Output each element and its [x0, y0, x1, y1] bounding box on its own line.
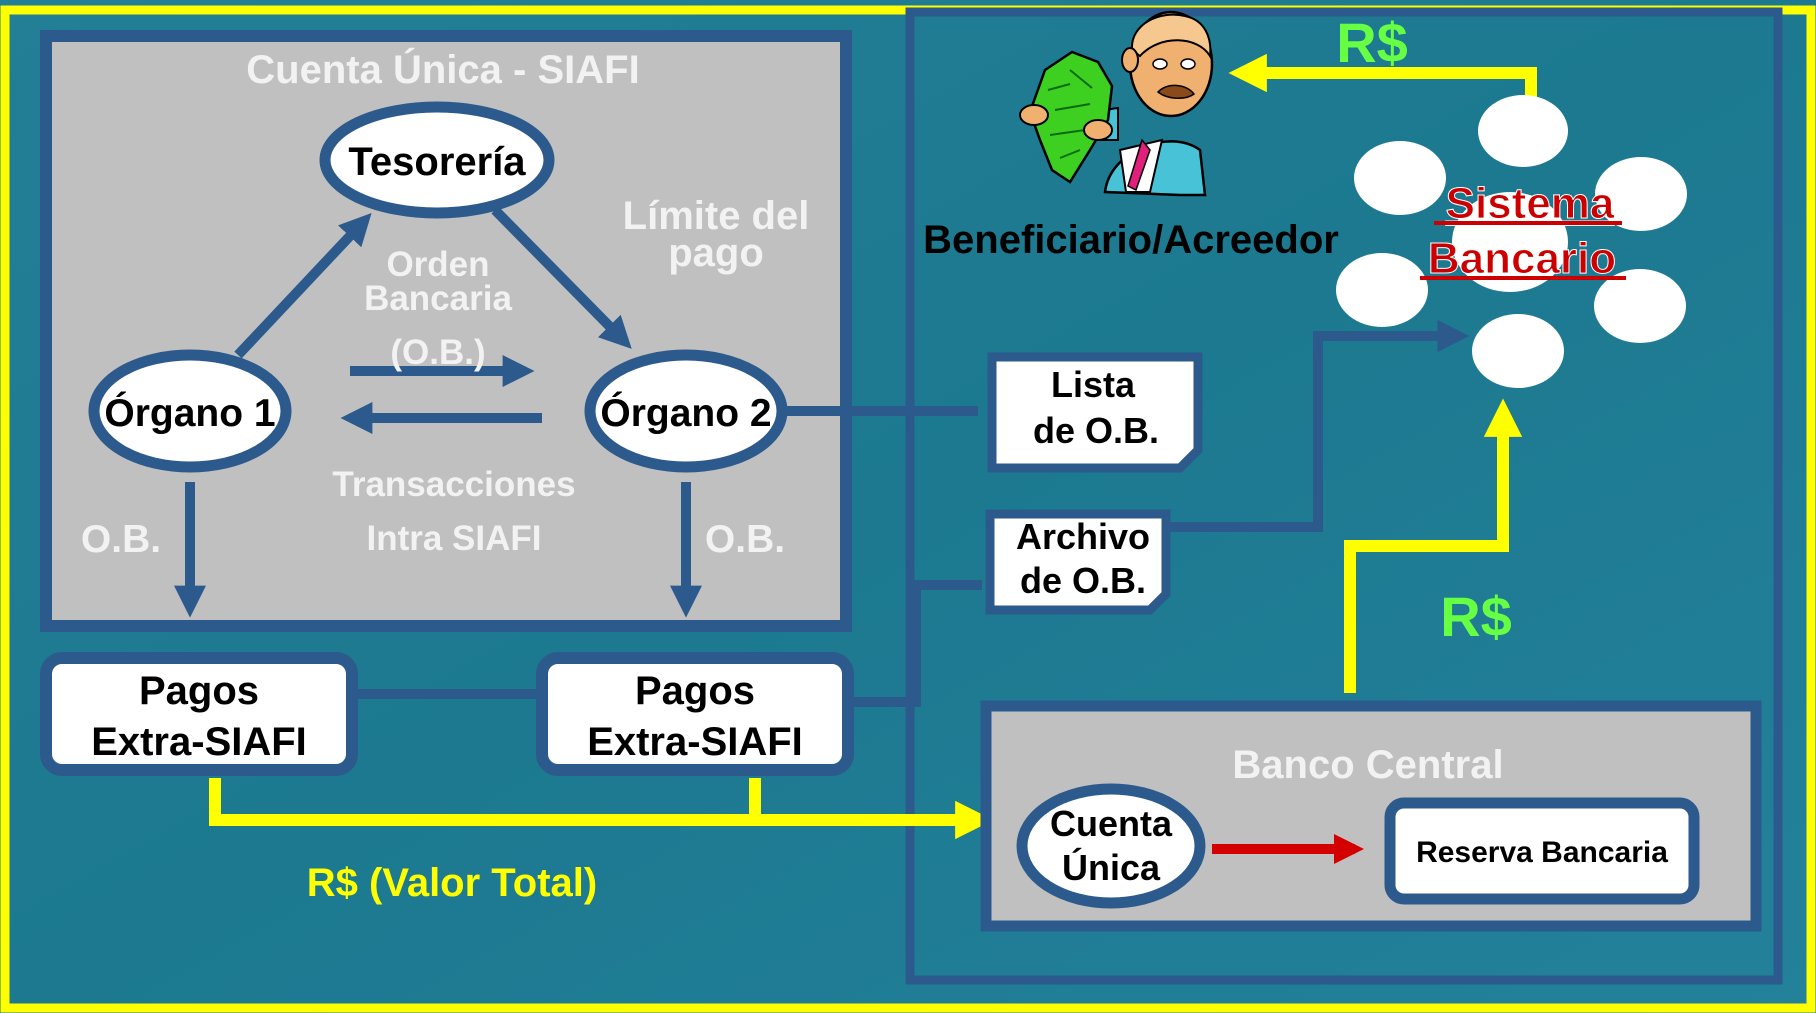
man-holding-money-icon [1019, 10, 1214, 197]
bank-circle [1472, 314, 1564, 388]
arrow-treasury-to-organ2 [491, 206, 632, 349]
transactions-line2: Intra SIAFI [366, 519, 541, 558]
arrow-organ1-to-treasury [234, 213, 372, 359]
bank-reserve-label: Reserva Bancaria [1416, 836, 1668, 869]
list-ob-line1: Lista [1051, 364, 1136, 405]
connector-payments-file [852, 580, 982, 707]
bank-circle [1594, 269, 1686, 343]
bank-circle [1336, 253, 1428, 327]
ob-left-label: O.B. [81, 518, 161, 561]
payment-limit-line2: pago [668, 231, 764, 275]
organ1-node [88, 349, 292, 473]
bank-reserve-box [1384, 797, 1700, 905]
single-account-line2: Única [1062, 846, 1161, 888]
file-ob-line2: de O.B. [1020, 560, 1146, 601]
organ2-label: Órgano 2 [600, 391, 771, 435]
currency-mid-label: R$ [1440, 585, 1512, 648]
right-region-border [905, 7, 1783, 985]
bank-circle [1354, 141, 1446, 215]
ob-right-label: O.B. [705, 518, 785, 561]
bank-order-line3: (O.B.) [390, 333, 485, 372]
single-account-node [1016, 783, 1206, 909]
list-ob-line2: de O.B. [1033, 410, 1159, 451]
payments-left-line2: Extra-SIAFI [91, 720, 307, 764]
file-ob-box [985, 509, 1171, 615]
treasury-node [319, 101, 555, 219]
banking-system-line1: Sistema [1446, 179, 1615, 228]
currency-top-label: R$ [1336, 11, 1408, 74]
arrow-file-to-bank-system [1170, 319, 1470, 532]
beneficiary-label: Beneficiario/Acreedor [923, 218, 1339, 262]
banking-system-line2: Bancario [1428, 234, 1616, 283]
treasury-label: Tesorería [348, 140, 526, 184]
bank-order-line1: Orden [386, 245, 489, 284]
payments-right-box [536, 652, 854, 776]
file-ob-line1: Archivo [1016, 516, 1150, 557]
bank-order-line2: Bancaria [364, 279, 512, 318]
payments-right-line2: Extra-SIAFI [587, 720, 803, 764]
siafi-title: Cuenta Única - SIAFI [246, 46, 639, 92]
arrow-total-value-flow [209, 778, 994, 840]
transactions-line1: Transacciones [332, 465, 575, 504]
banking-system-cluster [1336, 95, 1687, 388]
payments-left-line1: Pagos [139, 669, 259, 713]
central-bank-title: Banco Central [1232, 743, 1503, 787]
single-account-line1: Cuenta [1050, 803, 1173, 844]
list-ob-box [987, 352, 1203, 473]
payments-left-box [40, 652, 358, 776]
organ1-label: Órgano 1 [104, 391, 275, 435]
arrow-central-bank-to-bank-system [1344, 398, 1523, 693]
bank-circle-center [1452, 192, 1568, 292]
bank-circle [1595, 157, 1687, 231]
total-value-label: R$ (Valor Total) [307, 861, 597, 905]
payments-right-line1: Pagos [635, 669, 755, 713]
bank-circle [1478, 95, 1568, 167]
payment-limit-line1: Límite del [623, 194, 810, 238]
